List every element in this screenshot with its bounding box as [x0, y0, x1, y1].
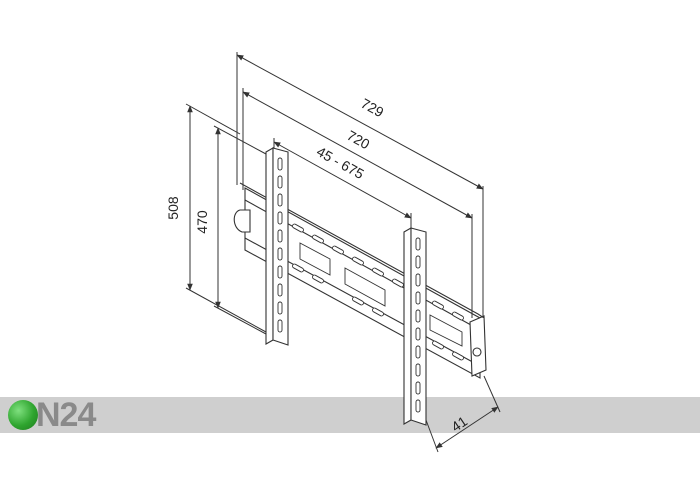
dim-41-line: [435, 406, 499, 449]
dim-470-label: 470: [194, 210, 210, 234]
dimension-lines: [185, 52, 501, 453]
left-arm: [265, 147, 289, 346]
dim-range-line: [273, 141, 412, 219]
logo-dot-icon: [8, 400, 38, 430]
right-arm-front: [410, 227, 427, 426]
dim-720-label: 720: [344, 127, 372, 152]
rail-end-cap: [469, 315, 487, 377]
watermark-banner: [0, 397, 700, 433]
dim-41-ext-left: [425, 419, 439, 453]
right-arm-side: [403, 227, 412, 425]
dim-508-ext-top: [185, 103, 241, 135]
dim-508-ext-bottom: [185, 287, 267, 333]
dim-41-ext-right: [483, 375, 501, 413]
dim-470-ext-top: [213, 125, 267, 155]
left-arm-side: [265, 147, 274, 345]
right-arm-slots: [415, 237, 421, 413]
dim-41-label: 41: [448, 413, 470, 435]
rail-left-hook: [233, 209, 251, 233]
right-arm: [403, 227, 427, 426]
logo-text: N24: [36, 396, 96, 434]
dim-508-label: 508: [165, 196, 181, 220]
rail-slots: [292, 223, 464, 361]
brand-logo: N24: [8, 396, 96, 434]
dim-729-label: 729: [358, 95, 386, 120]
rail-bolt: [472, 347, 482, 357]
dim-470-ext-bottom: [213, 305, 267, 335]
